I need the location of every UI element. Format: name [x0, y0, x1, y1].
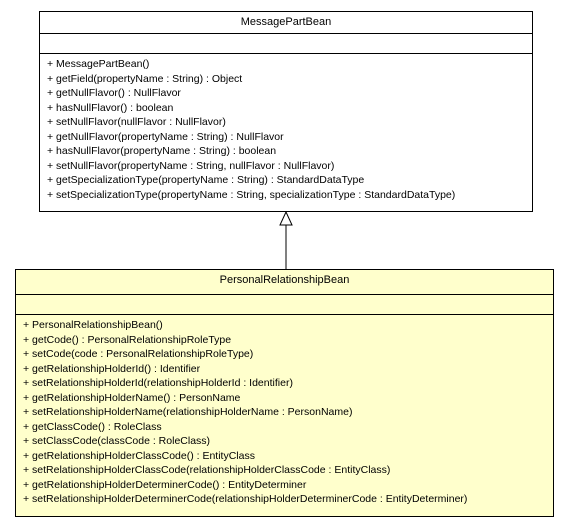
operation: + hasNullFlavor(propertyName : String) :… [47, 145, 277, 157]
attributes-compartment [16, 295, 553, 315]
class-box-personal-relationship-bean[interactable]: PersonalRelationshipBean + PersonalRelat… [15, 269, 554, 517]
class-name: PersonalRelationshipBean [16, 270, 553, 295]
operations-compartment: + MessagePartBean() + getField(propertyN… [40, 54, 532, 202]
operation: + setRelationshipHolderClassCode(relatio… [23, 464, 391, 476]
operation: + setRelationshipHolderDeterminerCode(re… [23, 493, 468, 505]
operation: + getRelationshipHolderId() : Identifier [23, 362, 201, 375]
generalization-arrowhead [279, 210, 293, 226]
class-box-message-part-bean[interactable]: MessagePartBean + MessagePartBean() + ge… [39, 11, 533, 212]
operation: + setClassCode(classCode : RoleClass) [23, 435, 211, 447]
operation: + MessagePartBean() [47, 58, 150, 70]
operation: + getRelationshipHolderName() : PersonNa… [23, 391, 241, 404]
operation: + getRelationshipHolderClassCode() : Ent… [23, 449, 255, 462]
operation: + PersonalRelationshipBean() [23, 319, 163, 331]
operation: + setRelationshipHolderId(relationshipHo… [23, 377, 293, 389]
operations-compartment: + PersonalRelationshipBean() + getCode()… [16, 315, 553, 507]
operation: + setSpecializationType(propertyName : S… [47, 188, 456, 201]
operation: + getClassCode() : RoleClass [23, 420, 162, 433]
operation: + getSpecializationType(propertyName : S… [47, 174, 365, 186]
operation: + setNullFlavor(nullFlavor : NullFlavor) [47, 116, 226, 128]
operation: + setRelationshipHolderName(relationship… [23, 406, 353, 418]
class-name: MessagePartBean [40, 12, 532, 34]
operation: + getField(propertyName : String) : Obje… [47, 72, 243, 85]
operation: + hasNullFlavor() : boolean [47, 101, 174, 114]
operation: + setNullFlavor(propertyName : String, n… [47, 159, 335, 172]
operation: + getNullFlavor(propertyName : String) :… [47, 130, 284, 143]
operation: + getNullFlavor() : NullFlavor [47, 87, 181, 99]
attributes-compartment [40, 34, 532, 54]
operation: + setCode(code : PersonalRelationshipRol… [23, 348, 254, 360]
operation: + getCode() : PersonalRelationshipRoleTy… [23, 333, 232, 346]
operation: + getRelationshipHolderDeterminerCode() … [23, 478, 307, 491]
